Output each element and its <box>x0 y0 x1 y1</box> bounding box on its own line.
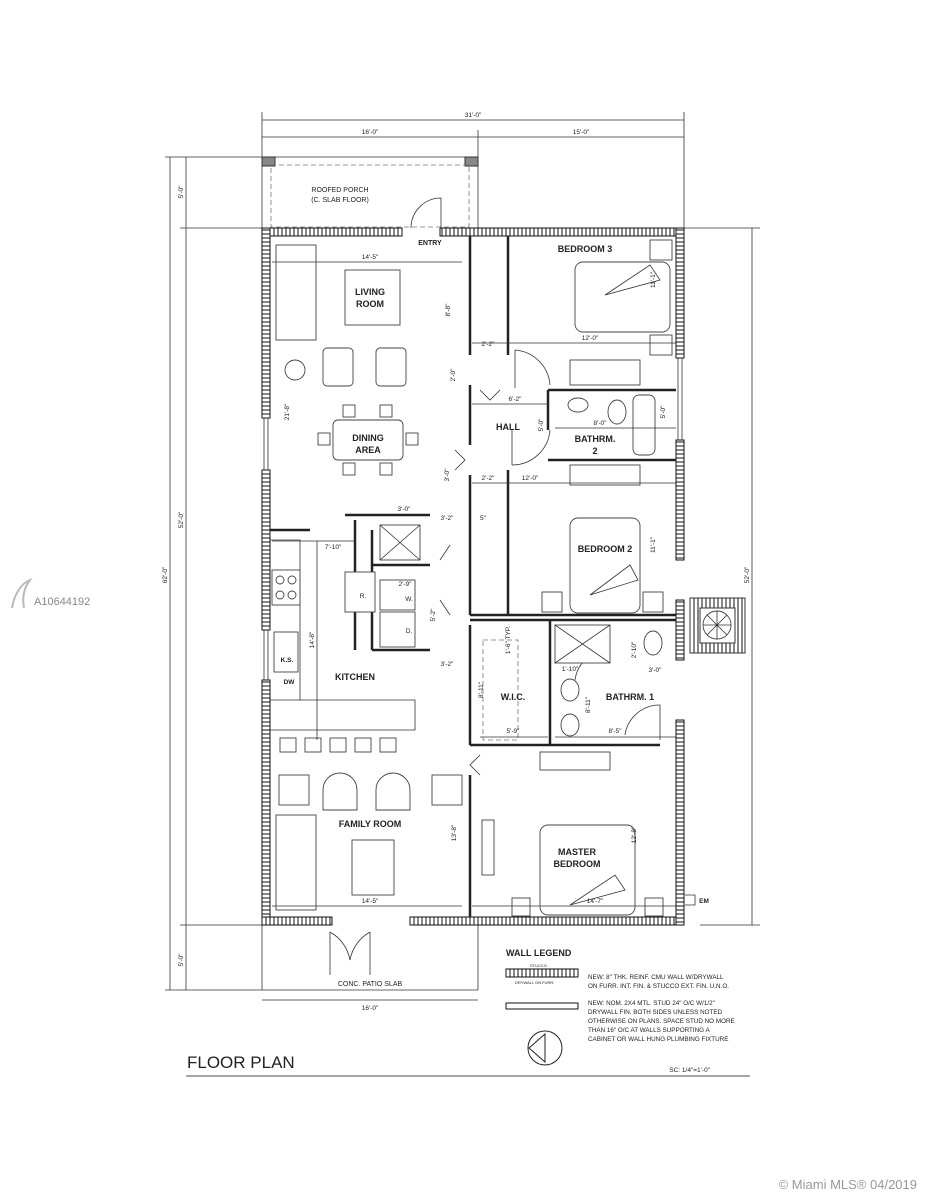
dim-kitchen-width: 7'-10" <box>325 544 342 551</box>
fixture-refrigerator: R. <box>360 593 367 600</box>
dim-bed3-width: 12'-0" <box>582 335 599 342</box>
dim-laundry-offset: 3'-2" <box>441 661 455 668</box>
wall-legend <box>505 968 579 1066</box>
bedroom-3-label: BEDROOM 3 <box>558 244 613 254</box>
meter-icon <box>685 894 696 906</box>
dim-wic-typ: 1'-6" TYP. <box>505 626 512 654</box>
dim-living-depth: 8'-8" <box>445 303 452 317</box>
bath-2-label-2: 2 <box>592 446 597 456</box>
fixture-dryer: D. <box>406 628 413 635</box>
dim-hall-width: 6'-2" <box>509 396 523 403</box>
dim-patio-depth: 5'-0" <box>178 953 185 967</box>
dim-bath1-depth: 8'-11" <box>585 696 592 713</box>
dim-family-width: 14'-5" <box>362 898 379 905</box>
furniture <box>271 239 673 917</box>
legend-stud-note-3: OTHERWISE ON PLANS. SPACE STUD NO MORE <box>588 1018 735 1025</box>
dim-bath2-width: 8'-0" <box>594 420 608 427</box>
family-room-label: FAMILY ROOM <box>339 819 402 829</box>
dim-master-depth: 12'-8" <box>631 826 638 843</box>
copyright-footer: © Miami MLS® 04/2019 <box>778 1177 917 1192</box>
dim-overall-width: 31'-0" <box>465 112 482 119</box>
legend-stud-note-2: DRYWALL FIN. BOTH SIDES UNLESS NOTED <box>588 1009 723 1016</box>
dim-laundry-depth: 5'-2" <box>430 608 437 622</box>
listing-watermark: A10644192 <box>34 596 91 608</box>
dim-living-width: 14'-5" <box>362 254 379 261</box>
master-bedroom-label-2: BEDROOM <box>554 859 601 869</box>
dim-hall-depth: 5'-0" <box>538 418 545 432</box>
porch <box>261 156 479 229</box>
dim-bath1-b: 2'-10" <box>631 641 638 658</box>
patio-label: CONC. PATIO SLAB <box>338 981 403 988</box>
legend-stud-note-5: CABINET OR WALL HUNG PLUMBING FIXTURE <box>588 1036 728 1043</box>
wic-label: W.I.C. <box>501 692 526 702</box>
legend-stucco: STUCCO <box>530 963 547 968</box>
mls-logo-icon <box>11 578 33 609</box>
fixture-washer: W. <box>405 596 413 603</box>
hall-label: HALL <box>496 422 520 432</box>
dim-bed2-width: 12'-0" <box>522 475 539 482</box>
dim-master-width: 14'-7" <box>587 898 604 905</box>
ac-unit <box>689 597 746 654</box>
dim-bath2-tub: 5'-0" <box>660 405 667 419</box>
fixture-sink: K.S. <box>281 657 294 664</box>
kitchen-label: KITCHEN <box>335 672 375 682</box>
bath-2-label: BATHRM. <box>575 434 616 444</box>
dim-wic-width: 5'-9" <box>507 728 521 735</box>
dim-bath1-a: 1'-10" <box>562 666 579 673</box>
dim-pantry-offset: 3'-2" <box>441 515 455 522</box>
dim-bed2-depth: 11'-1" <box>650 536 657 553</box>
dim-pantry: 3'-0" <box>398 506 412 513</box>
dim-bed2-closet: 5" <box>480 515 487 522</box>
dim-right-depth: 52'-0" <box>744 566 751 583</box>
fixture-meter: EM <box>699 898 709 905</box>
legend-notes: NEW: 8" THK. REINF. CMU WALL W/DRYWALL O… <box>588 974 735 1043</box>
legend-cmu-note-1: NEW: 8" THK. REINF. CMU WALL W/DRYWALL <box>588 974 724 981</box>
master-bedroom-label: MASTER <box>558 847 597 857</box>
legend-stud-note-1: NEW: NOM. 2X4 MTL. STUD 24" O/C W/1/2" <box>588 1000 715 1007</box>
living-room-label-2: ROOM <box>356 299 384 309</box>
dim-wic-depth: 8'-11" <box>478 681 485 698</box>
legend-title: WALL LEGEND <box>506 948 572 958</box>
bath-1-label: BATHRM. 1 <box>606 692 654 702</box>
dim-closet-c: 2'-2" <box>482 475 496 482</box>
dimension-lines <box>165 112 760 1001</box>
interior-walls <box>270 236 676 917</box>
dim-closet-b: 2'-2" <box>482 341 496 348</box>
legend-cmu-note-2: ON FURR. INT. FIN. & STUCCO EXT. FIN. U.… <box>588 983 729 990</box>
doors <box>439 349 661 776</box>
exterior-walls <box>261 227 685 926</box>
interior-dimensions <box>272 261 676 907</box>
dim-bath1-c: 3'-0" <box>649 667 663 674</box>
dim-right-width: 15'-0" <box>573 129 590 136</box>
dim-family-depth: 13'-8" <box>451 824 458 841</box>
dim-kitchen-depth: 14'-8" <box>309 631 316 648</box>
dim-bath1-width: 8'-5" <box>609 728 623 735</box>
living-room-label: LIVING <box>355 287 385 297</box>
dim-bed3-depth: 11'-1" <box>650 271 657 288</box>
porch-label: ROOFED PORCH <box>311 187 368 194</box>
porch-sublabel: (C. SLAB FLOOR) <box>311 197 369 204</box>
bedroom-2-label: BEDROOM 2 <box>578 544 633 554</box>
dining-area-label: DINING <box>352 433 384 443</box>
scale-note: SC: 1/4"=1'-0" <box>669 1067 710 1074</box>
dim-porch-depth: 5'-0" <box>178 185 185 199</box>
dining-area-label-2: AREA <box>355 445 381 455</box>
dim-laundry-width: 2'-9" <box>399 581 413 588</box>
dim-dining-depth: 21'-8" <box>284 403 291 420</box>
patio <box>261 925 479 991</box>
dim-patio-width: 16'-0" <box>362 1005 379 1012</box>
dim-closet-a: 2'-0" <box>450 368 457 382</box>
drawing-title: FLOOR PLAN <box>187 1053 295 1072</box>
dim-house-depth: 52'-0" <box>178 511 185 528</box>
dim-closet-d: 3'-0" <box>444 468 451 482</box>
fixture-dishwasher: DW <box>284 679 296 686</box>
dim-porch-width: 16'-0" <box>362 129 379 136</box>
entry-label: ENTRY <box>418 240 442 247</box>
legend-drywall: DRYWALL ON FURR. <box>515 980 554 985</box>
dim-overall-depth: 62'-0" <box>162 566 169 583</box>
legend-stud-note-4: THAN 16" O/C AT WALLS SUPPORTING A <box>588 1027 710 1034</box>
